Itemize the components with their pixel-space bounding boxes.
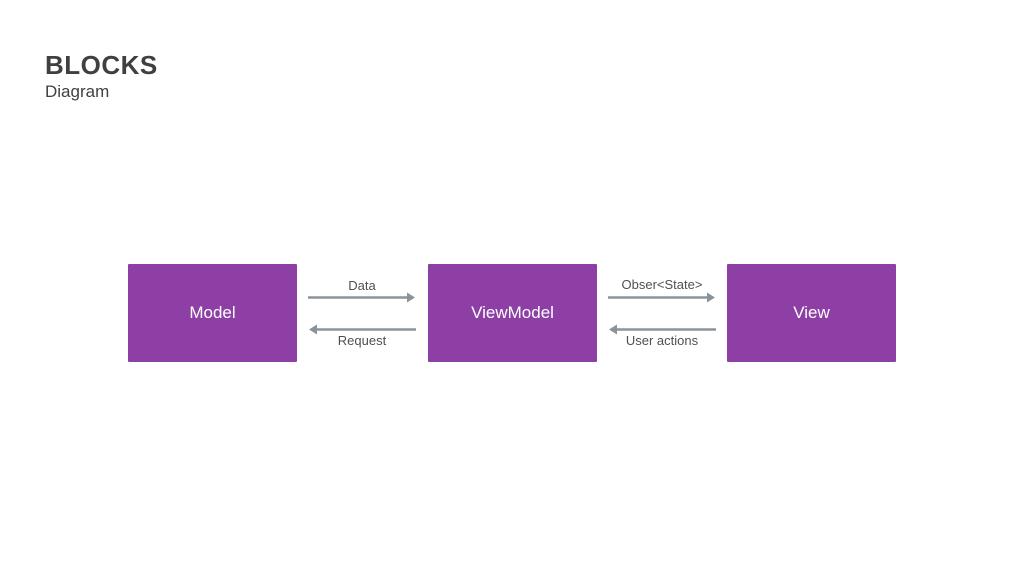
data-connection-label: Data <box>348 278 376 293</box>
page-title: BLOCKS <box>45 50 158 80</box>
view-block-label: View <box>793 303 830 322</box>
arrow-model-to-viewmodel <box>308 292 415 303</box>
request-connection-label: Request <box>337 333 387 348</box>
viewmodel-block: ViewModel <box>428 264 597 362</box>
arrow-viewmodel-to-model <box>309 324 416 335</box>
model-block-label: Model <box>189 303 236 322</box>
viewmodel-block-label: ViewModel <box>471 303 554 322</box>
page-subtitle: Diagram <box>45 82 110 101</box>
model-block: Model <box>128 264 297 362</box>
view-block: View <box>727 264 896 362</box>
observe-state-connection-label: Obser<State> <box>621 277 703 292</box>
user-actions-connection-label: User actions <box>625 333 699 348</box>
arrow-view-to-viewmodel <box>609 324 716 335</box>
arrow-viewmodel-to-view <box>608 292 715 303</box>
